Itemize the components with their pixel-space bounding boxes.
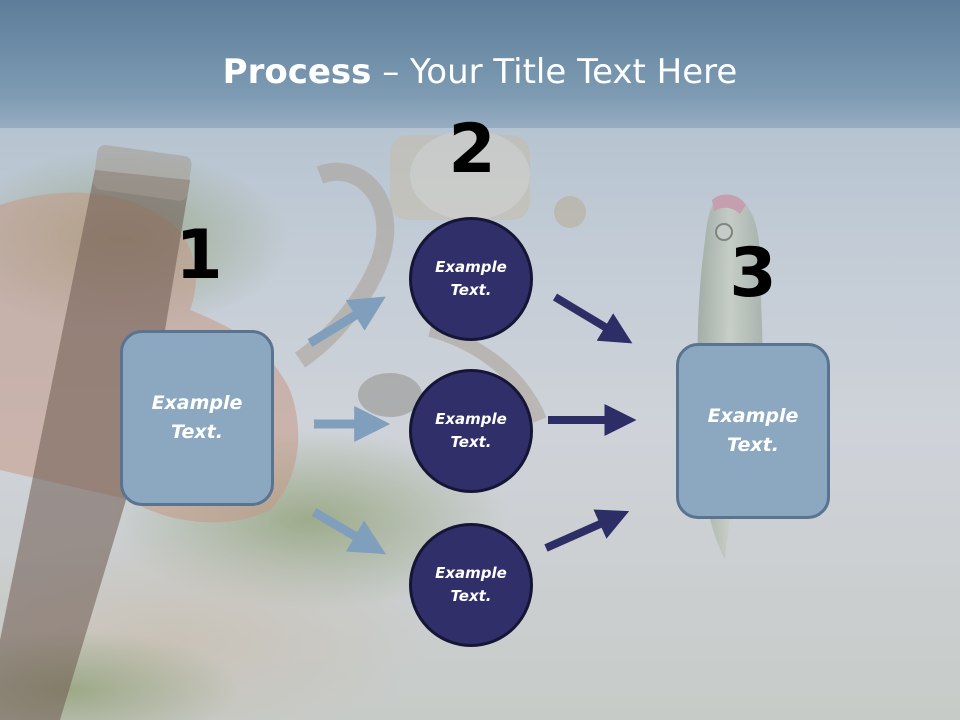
arrow-box-to-top-circle — [307, 296, 386, 347]
rod-handle — [0, 170, 190, 720]
title-separator: – — [371, 52, 411, 92]
arrow-top-circle-to-box — [552, 293, 633, 344]
process-circle-bottom-text: Example Text. — [435, 564, 507, 605]
step-number-1: 1 — [175, 216, 223, 295]
slide-title: Process – Your Title Text Here — [0, 52, 960, 92]
process-circle-top[interactable]: Example Text. — [409, 217, 533, 341]
process-box-right-text: Example Text. — [707, 405, 799, 456]
process-box-right[interactable]: Example Text. — [676, 343, 830, 519]
step-number-2: 2 — [448, 110, 496, 189]
title-text: Your Title Text Here — [410, 52, 738, 92]
title-band — [0, 0, 960, 128]
process-circle-middle[interactable]: Example Text. — [409, 369, 533, 493]
arrow-bottom-circle-to-box — [544, 509, 630, 552]
step-number-3: 3 — [729, 234, 777, 313]
arrow-box-to-bottom-circle — [311, 508, 386, 555]
process-box-left-text: Example Text. — [151, 392, 243, 443]
title-bold-word: Process — [222, 52, 372, 92]
process-circle-top-text: Example Text. — [435, 258, 507, 299]
rod-ring — [93, 144, 192, 201]
process-circle-middle-text: Example Text. — [435, 410, 507, 451]
process-box-left[interactable]: Example Text. — [120, 330, 274, 506]
process-circle-bottom[interactable]: Example Text. — [409, 523, 533, 647]
